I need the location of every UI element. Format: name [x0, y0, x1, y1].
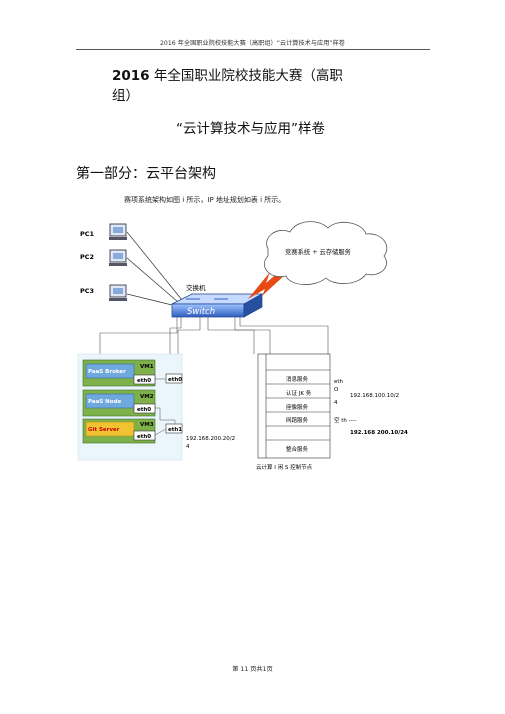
ctrl-eth1: 空 th ---- — [334, 416, 357, 424]
vm3-name: Git Server — [88, 427, 120, 433]
switch-label: 交换机 — [186, 283, 206, 292]
ctrl-ip2: 192.168 200.10/24 — [350, 430, 408, 436]
controller-caption: 云计算 I 闲 S 控制节点 — [256, 463, 313, 471]
page-header: 2016 年全国职业院校技能大赛（高职组）“云计算技术与应用”样卷 — [160, 40, 345, 47]
cloud-icon — [263, 221, 388, 285]
page-footer: 第 11 页共1页 — [232, 666, 273, 673]
vm2-eth: eth0 — [137, 407, 151, 413]
host-eth0: eth0 — [168, 377, 182, 383]
service-2: 认证 JK 务 — [286, 389, 312, 397]
service-3: 座像服务 — [286, 403, 309, 411]
host-ip-line2: 4 — [186, 444, 190, 450]
vm2-name: PaaS Node — [88, 399, 122, 405]
header-divider — [76, 49, 430, 50]
vm1-eth: eth0 — [137, 378, 151, 384]
service-6: 整合服务 — [286, 445, 309, 453]
ctrl-ip1-line1: 192.168.100.10/2 — [350, 393, 399, 399]
host-ip-line1: 192.168.200.20/2 — [186, 436, 235, 442]
vm1-box — [82, 359, 156, 387]
host-eth1: eth1 — [168, 427, 182, 433]
cloud-label: 竞赛系统 + 云存储服务 — [285, 247, 352, 256]
pc2-monitor-icon — [109, 249, 127, 266]
pc1-monitor-icon — [109, 223, 127, 240]
vm3-box — [82, 418, 156, 444]
pc3-label: PC3 — [80, 287, 94, 295]
host-eth1-port — [165, 423, 183, 434]
switch-text: Switch — [187, 307, 215, 317]
vm2-box — [82, 389, 156, 417]
title-line2: 组） — [112, 88, 139, 104]
title-year: 2016 — [112, 68, 150, 84]
host-bridge-lines — [154, 378, 176, 436]
vm2-label: VM2 — [140, 394, 154, 400]
section-heading: 第一部分：云平台架构 — [76, 166, 216, 182]
service-1: 消息服务 — [286, 375, 309, 383]
document-title: 2016 年全国职业院校技能大赛（高职 组） — [112, 66, 372, 106]
document-subtitle: “云计算技术与应用”样卷 — [176, 121, 325, 137]
ctrl-eth-line2: O — [334, 387, 339, 393]
controller-node — [257, 353, 331, 459]
section-paragraph: 赛项系统架构如图 i 所示，IP 地址规划如表 i 所示。 — [124, 196, 286, 204]
title-line1: 年全国职业院校技能大赛（高职 — [149, 68, 343, 84]
vm3-eth: eth0 — [137, 434, 151, 440]
vm1-label: VM1 — [140, 364, 154, 370]
pc1-label: PC1 — [80, 230, 95, 238]
pc-links — [126, 231, 183, 306]
vm3-label: VM3 — [140, 422, 154, 428]
ctrl-ip1-line2: 4 — [334, 400, 338, 406]
host-eth0-port — [165, 373, 183, 384]
pc3-monitor-icon — [109, 284, 127, 301]
service-4: 网踣服务 — [286, 416, 309, 424]
ctrl-eth-line1: eth — [334, 379, 344, 385]
vm1-name: PaaS Broker — [88, 369, 126, 375]
switch-downlinks — [99, 317, 329, 354]
switch-icon — [171, 293, 264, 318]
pc2-label: PC2 — [80, 253, 94, 261]
